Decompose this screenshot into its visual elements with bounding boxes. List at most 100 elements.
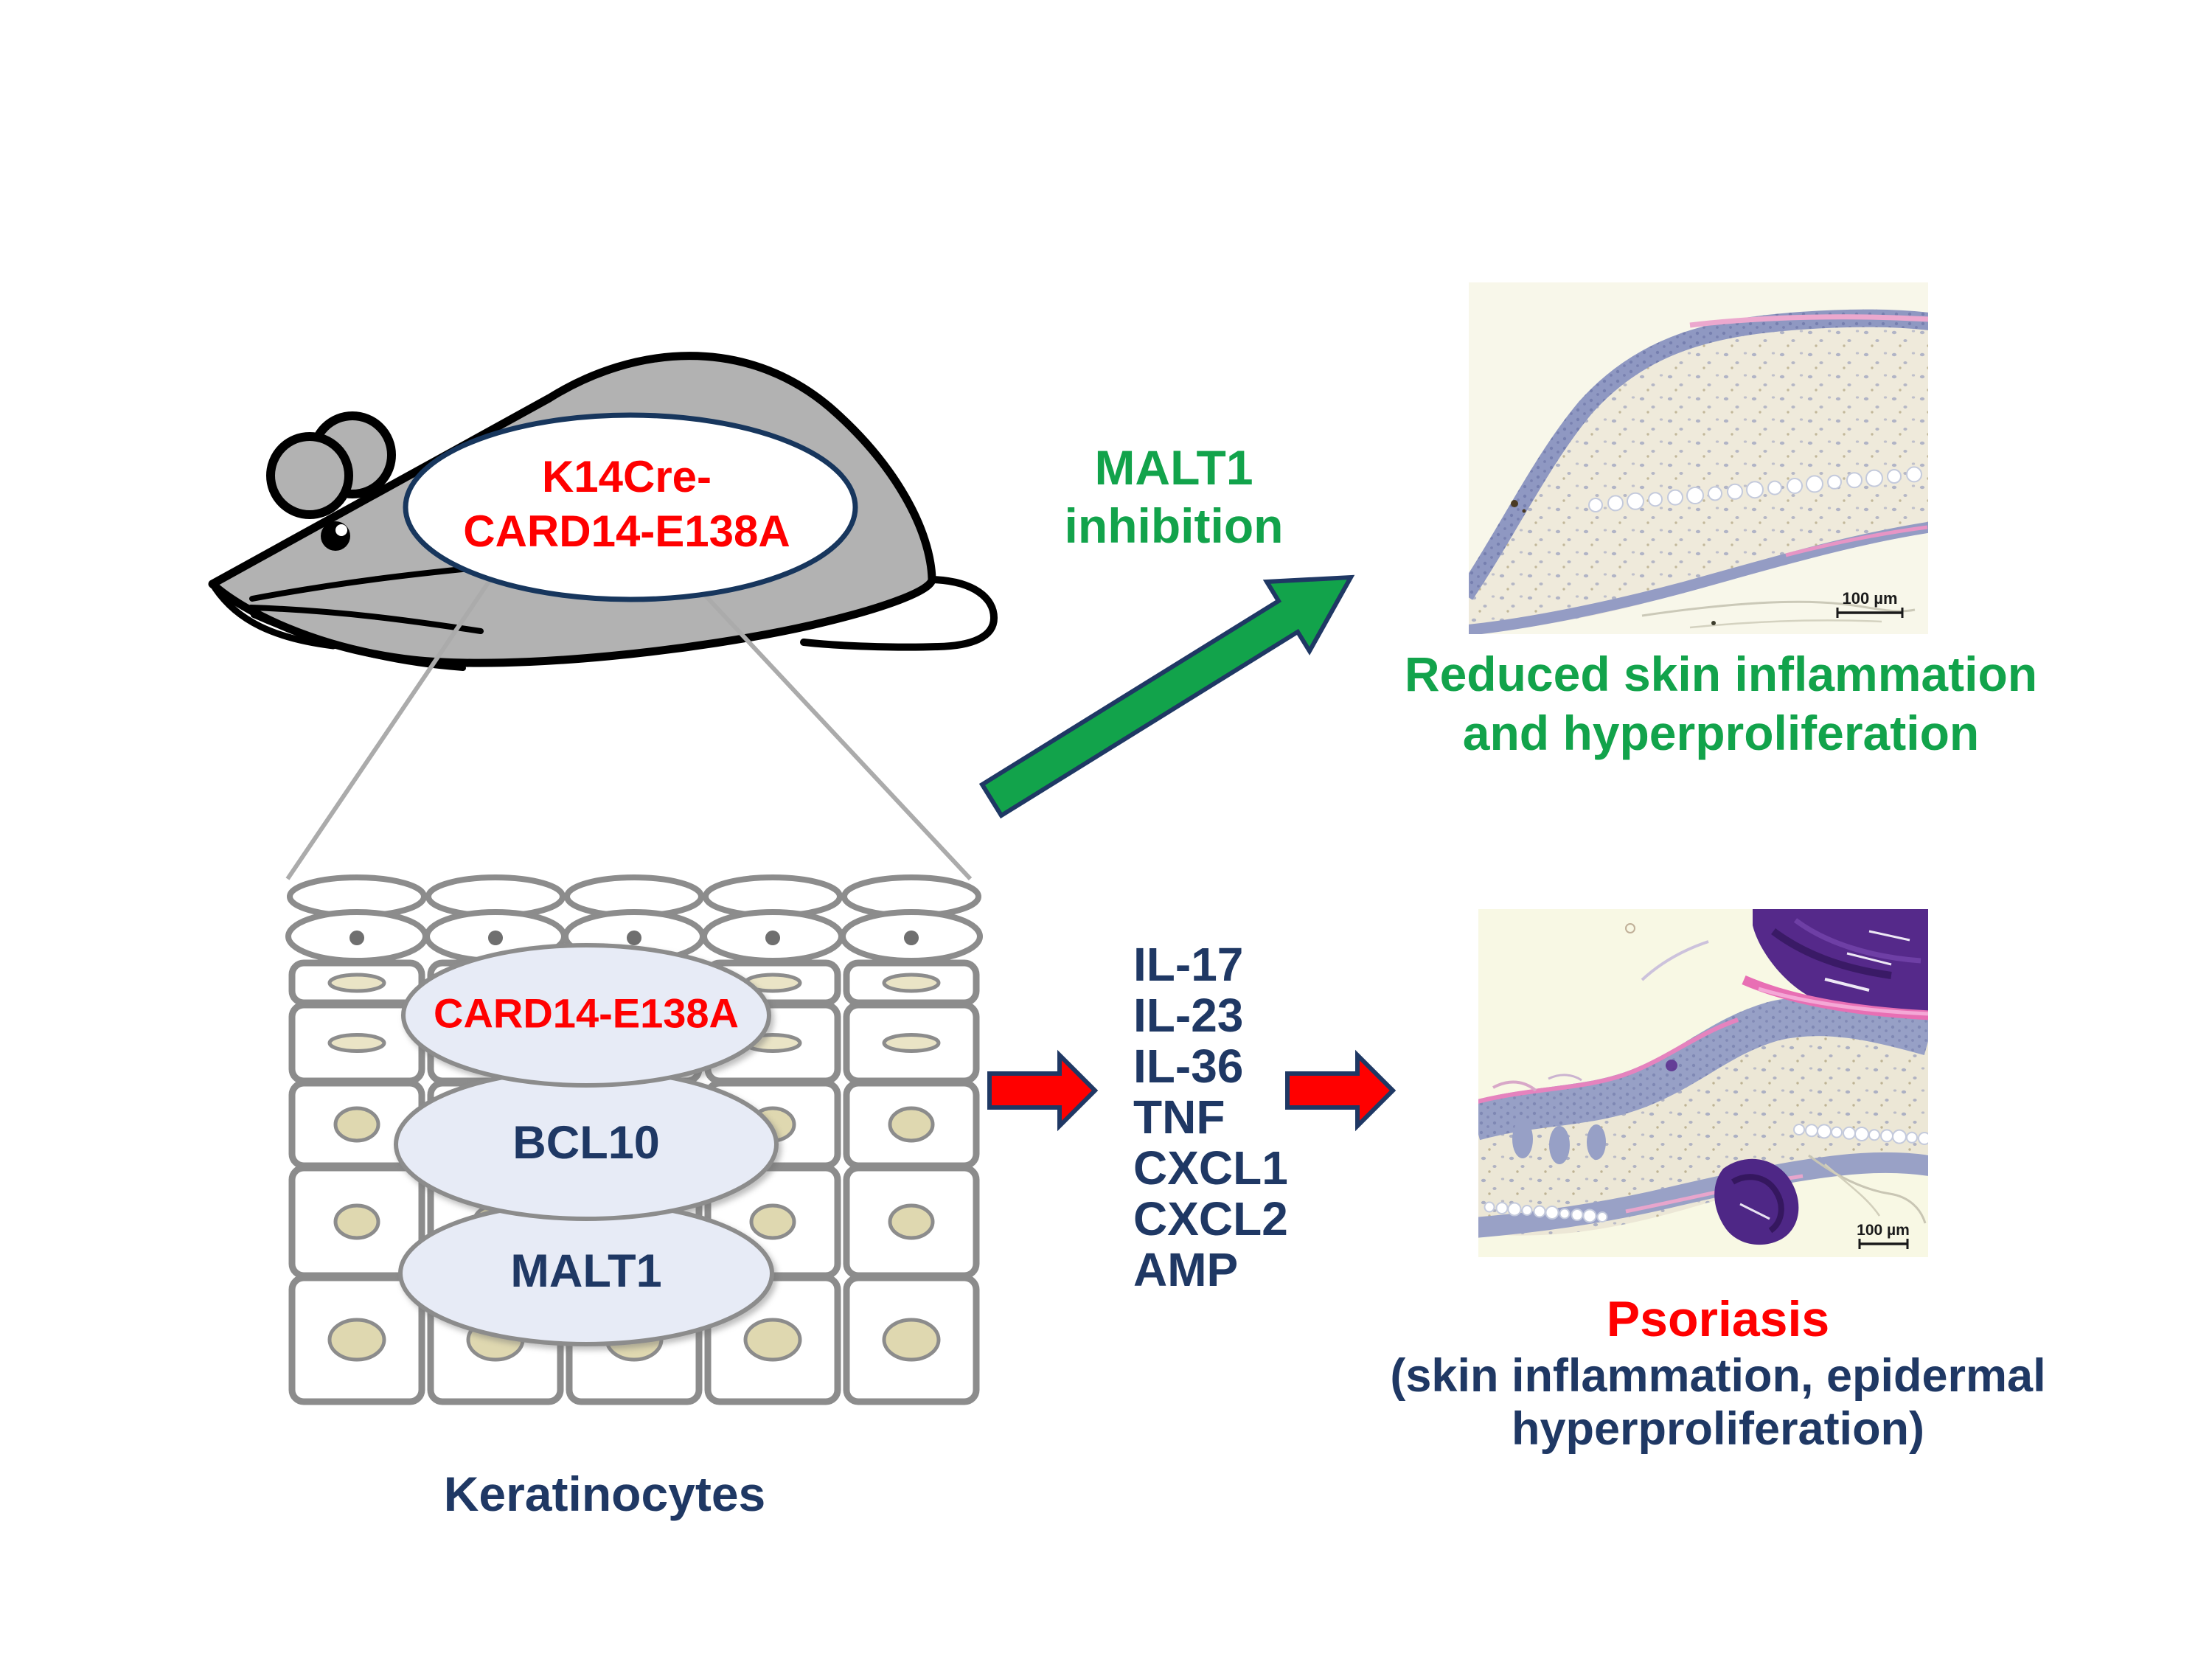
- green-arrow: [978, 574, 1355, 819]
- callout-line-left: [285, 578, 493, 880]
- malt1-inhibition-line2: inhibition: [1064, 498, 1284, 553]
- adipocyte: [1854, 1127, 1869, 1141]
- adipocyte: [1843, 1126, 1856, 1140]
- signalling-complex: [394, 943, 779, 1346]
- adipocyte: [1545, 1206, 1559, 1220]
- cell-nucleus: [327, 1318, 386, 1362]
- scale-bar-label: 100 µm: [1842, 589, 1897, 608]
- adipocyte: [1906, 466, 1922, 483]
- scale-bar: 100 µm: [1836, 589, 1904, 618]
- adipocyte: [1521, 1205, 1533, 1216]
- adipocyte: [1627, 492, 1644, 510]
- cytokine-item: AMP: [1133, 1243, 1239, 1296]
- adipocyte: [1906, 1131, 1918, 1144]
- mouse-transgene-label: K14Cre- CARD14-E138A: [463, 450, 790, 559]
- cytokine-item: CXCL1: [1133, 1141, 1288, 1194]
- transgene-line1: K14Cre-: [541, 452, 712, 501]
- reduced-outcome-caption: Reduced skin inflammation and hyperproli…: [1405, 644, 2037, 762]
- adipocyte: [1846, 472, 1863, 489]
- adipocyte-row: [1793, 1124, 1928, 1145]
- cell-nucleus-dot: [904, 931, 919, 945]
- keratinocytes-caption: Keratinocytes: [443, 1467, 766, 1521]
- adipocyte: [1607, 495, 1624, 512]
- scale-bar-label: 100 µm: [1857, 1222, 1910, 1239]
- pigment-spot: [1511, 500, 1518, 507]
- cytokine-item: IL-23: [1133, 989, 1244, 1042]
- adipocyte: [1708, 486, 1722, 501]
- bcl10-label: BCL10: [512, 1117, 660, 1169]
- adipocyte: [1892, 1129, 1907, 1144]
- lower-epidermis-band: [1469, 521, 1928, 634]
- malt1-inhibition-label: MALT1 inhibition: [1065, 439, 1284, 555]
- adipocyte-row: [1588, 466, 1922, 512]
- cell-nucleus: [743, 1318, 802, 1362]
- card14-complex-label: CARD14-E138A: [434, 990, 739, 1037]
- adipocyte: [1686, 487, 1704, 504]
- adipocyte: [1746, 481, 1764, 499]
- adipocyte: [1887, 469, 1902, 484]
- cytokine-list: IL-17 IL-23 IL-36 TNF CXCL1 CXCL2 AMP: [1133, 939, 1288, 1295]
- mouse-chin-line: [212, 585, 337, 650]
- adipocyte: [1727, 483, 1743, 500]
- psoriasis-title: Psoriasis: [1606, 1291, 1830, 1347]
- adipocyte: [1868, 1129, 1880, 1141]
- adipocyte: [1793, 1124, 1805, 1135]
- red-arrow-to-cytokines: [987, 1049, 1099, 1132]
- rete-ridge: [1512, 1120, 1533, 1158]
- cell-nucleus: [333, 1106, 380, 1143]
- psoriasis-detail: (skin inflammation, epidermal hyperproli…: [1390, 1349, 2045, 1455]
- psoriasis-detail-line1: (skin inflammation, epidermal: [1390, 1350, 2046, 1402]
- adipocyte: [1559, 1208, 1571, 1220]
- red-arrow-to-psoriasis: [1285, 1049, 1397, 1132]
- adipocyte: [1596, 1211, 1608, 1222]
- adipocyte: [1827, 474, 1842, 490]
- cell-nucleus-dot: [349, 931, 364, 945]
- adipocyte-row: [1484, 1201, 1608, 1223]
- keratin-pink-line: [1689, 314, 1928, 328]
- adipocyte: [1767, 480, 1782, 495]
- mouse-tail: [800, 576, 998, 651]
- malt1-inhibition-line1: MALT1: [1094, 440, 1253, 495]
- malt1-label: MALT1: [510, 1245, 662, 1297]
- adipocyte: [1806, 475, 1823, 493]
- cytokine-item: TNF: [1133, 1091, 1225, 1144]
- adipocyte: [1533, 1205, 1546, 1218]
- cell-nucleus-dot: [488, 931, 503, 945]
- mouse-ear-front: [266, 432, 353, 519]
- transgene-line2: CARD14-E138A: [463, 507, 790, 556]
- scale-bar: 100 µm: [1857, 1222, 1910, 1249]
- tissue-fragment: [1641, 600, 1916, 617]
- adipocyte: [1495, 1202, 1509, 1214]
- transgene-ellipse: [403, 412, 858, 602]
- adipocyte: [1507, 1202, 1522, 1217]
- adipocyte: [1831, 1126, 1843, 1138]
- cell-nucleus: [333, 1203, 380, 1240]
- cell-nucleus: [882, 973, 941, 993]
- cell-nucleus: [882, 1318, 941, 1362]
- adipocyte: [1571, 1208, 1584, 1221]
- adipocyte: [1880, 1129, 1893, 1143]
- adipocyte: [1582, 1208, 1597, 1223]
- cell-nucleus: [888, 1203, 935, 1240]
- adipocyte: [1817, 1124, 1832, 1139]
- adipocyte: [1787, 478, 1803, 494]
- cell-nucleus: [327, 973, 386, 993]
- cytokine-item: IL-17: [1133, 938, 1244, 991]
- mouse-eye-highlight: [335, 524, 347, 536]
- histology-image-treated: 100 µm: [1469, 282, 1928, 634]
- cell-nucleus: [749, 1203, 796, 1240]
- adipocyte: [1805, 1124, 1818, 1138]
- cell-nucleus-dot: [765, 931, 780, 945]
- cytokine-item: IL-36: [1133, 1040, 1244, 1093]
- tissue-fragment: [1808, 1154, 1927, 1224]
- cell-nucleus: [882, 1033, 941, 1053]
- adipocyte: [1865, 469, 1883, 487]
- reduced-outcome-line2: and hyperproliferation: [1462, 706, 1980, 760]
- adipocyte: [1588, 498, 1603, 512]
- adipocyte: [1667, 489, 1683, 506]
- adipocyte: [1648, 492, 1663, 507]
- adipocyte: [1918, 1132, 1928, 1145]
- psoriasis-detail-line2: hyperproliferation): [1511, 1403, 1925, 1455]
